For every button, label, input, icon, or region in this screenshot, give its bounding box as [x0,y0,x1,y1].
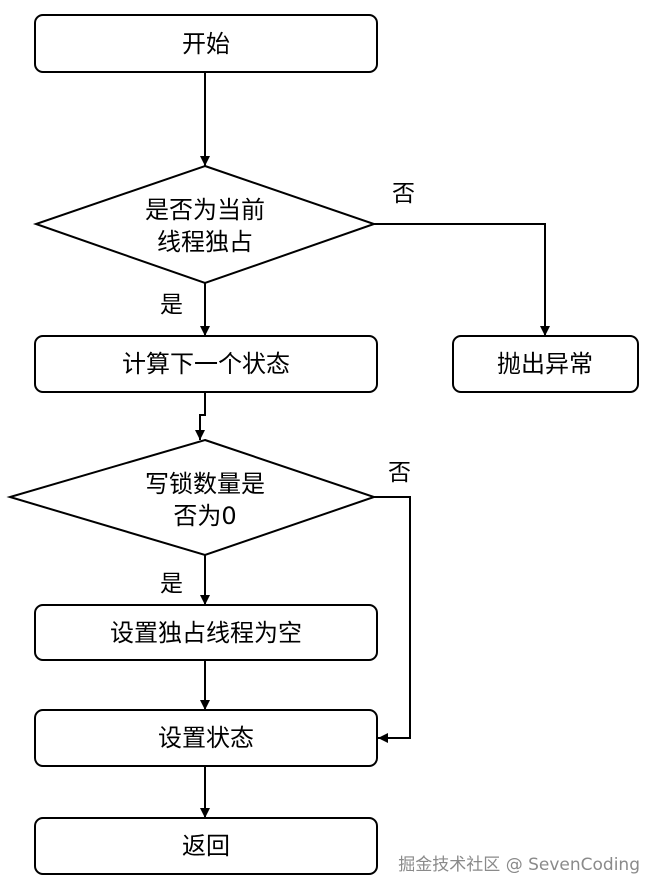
node-set-state: 设置状态 [34,709,378,767]
connectors [195,72,550,818]
node-compute-next-state: 计算下一个状态 [34,335,378,393]
watermark: 掘金技术社区 @ SevenCoding [398,855,640,875]
node-start: 开始 [34,14,378,73]
node-return-label: 返回 [182,832,230,860]
node-decision-exclusive-owner: 是否为当前 线程独占 [32,164,378,285]
node-decision-write-count: 写锁数量是 否为0 [6,438,378,557]
decision1-line1: 是否为当前 [145,196,265,224]
edge-label-d2-yes: 是 [160,571,183,597]
edge-decision1-throw [374,223,550,336]
edge-label-d1-yes: 是 [160,292,183,318]
node-set-owner-label: 设置独占线程为空 [110,619,302,647]
node-start-label: 开始 [182,30,230,58]
edge-compute-decision2 [195,392,206,440]
node-return: 返回 [34,817,378,875]
node-throw-exception: 抛出异常 [452,335,639,393]
edge-label-d1-no: 否 [392,181,415,207]
node-set-state-label: 设置状态 [158,724,254,752]
node-set-owner-null: 设置独占线程为空 [34,604,378,661]
decision2-line2: 否为0 [173,502,236,530]
decision2-line1: 写锁数量是 [145,470,265,498]
node-compute-label: 计算下一个状态 [122,350,290,378]
decision1-line2: 线程独占 [157,228,253,256]
edge-label-d2-no: 否 [388,460,411,486]
node-throw-label: 抛出异常 [497,350,593,378]
edge-decision2-set-state [374,496,411,743]
